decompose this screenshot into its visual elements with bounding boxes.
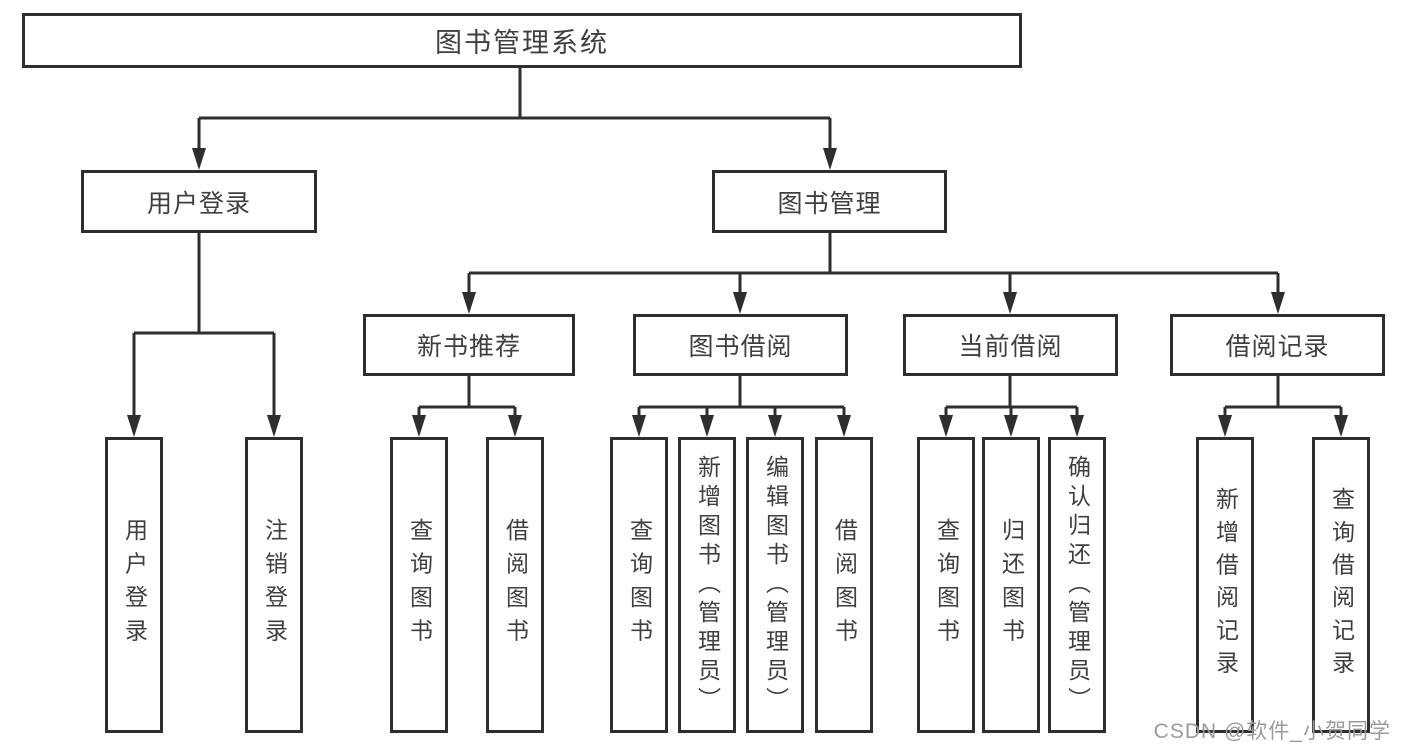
node-borrowing-records: 借阅记录 bbox=[1170, 314, 1385, 376]
leaf-label: 确认归还（管理员） bbox=[1064, 454, 1091, 716]
csdn-watermark: CSDN @软件_小贺同学 bbox=[1153, 720, 1391, 743]
leaf-borrow-books-recommend: 借阅图书 bbox=[486, 437, 544, 733]
leaf-user-login: 用户登录 bbox=[105, 437, 163, 733]
leaf-edit-books-admin: 编辑图书（管理员） bbox=[746, 437, 804, 733]
leaf-label: 编辑图书（管理员） bbox=[762, 454, 789, 716]
leaf-query-books-current: 查询图书 bbox=[917, 437, 975, 733]
leaf-label: 查询借阅记录 bbox=[1328, 487, 1355, 683]
node-library-management-system: 图书管理系统 bbox=[22, 13, 1022, 68]
leaf-label: 用户登录 bbox=[121, 518, 148, 652]
node-label: 借阅记录 bbox=[1225, 333, 1330, 361]
leaf-add-books-admin: 新增图书（管理员） bbox=[678, 437, 736, 733]
node-book-borrowing: 图书借阅 bbox=[633, 314, 848, 376]
leaf-label: 新增借阅记录 bbox=[1212, 487, 1239, 683]
leaf-label: 新增图书（管理员） bbox=[694, 454, 721, 716]
node-label: 图书管理 bbox=[777, 189, 882, 218]
leaf-add-borrow-record: 新增借阅记录 bbox=[1196, 437, 1254, 733]
leaf-label: 查询图书 bbox=[626, 518, 653, 652]
leaf-label: 借阅图书 bbox=[831, 518, 858, 652]
leaf-label: 注销登录 bbox=[261, 518, 288, 652]
node-label: 当前借阅 bbox=[958, 333, 1063, 361]
leaf-logout: 注销登录 bbox=[245, 437, 303, 733]
node-book-management: 图书管理 bbox=[712, 170, 947, 233]
leaf-label: 查询图书 bbox=[406, 518, 433, 652]
leaf-label: 借阅图书 bbox=[502, 518, 529, 652]
leaf-return-books: 归还图书 bbox=[982, 437, 1040, 733]
leaf-query-books-borrow: 查询图书 bbox=[610, 437, 668, 733]
leaf-confirm-return-admin: 确认归还（管理员） bbox=[1048, 437, 1106, 733]
node-label: 图书借阅 bbox=[688, 333, 793, 361]
node-label: 新书推荐 bbox=[416, 333, 521, 361]
leaf-label: 归还图书 bbox=[998, 518, 1025, 652]
node-current-borrowing: 当前借阅 bbox=[903, 314, 1118, 376]
leaf-label: 查询图书 bbox=[933, 518, 960, 652]
node-new-book-recommend: 新书推荐 bbox=[363, 314, 575, 376]
leaf-borrow-books: 借阅图书 bbox=[815, 437, 873, 733]
node-user-login: 用户登录 bbox=[81, 170, 317, 233]
leaf-query-books-recommend: 查询图书 bbox=[390, 437, 448, 733]
node-label: 用户登录 bbox=[146, 189, 251, 218]
leaf-query-borrow-record: 查询借阅记录 bbox=[1312, 437, 1370, 733]
node-label: 图书管理系统 bbox=[435, 28, 609, 58]
